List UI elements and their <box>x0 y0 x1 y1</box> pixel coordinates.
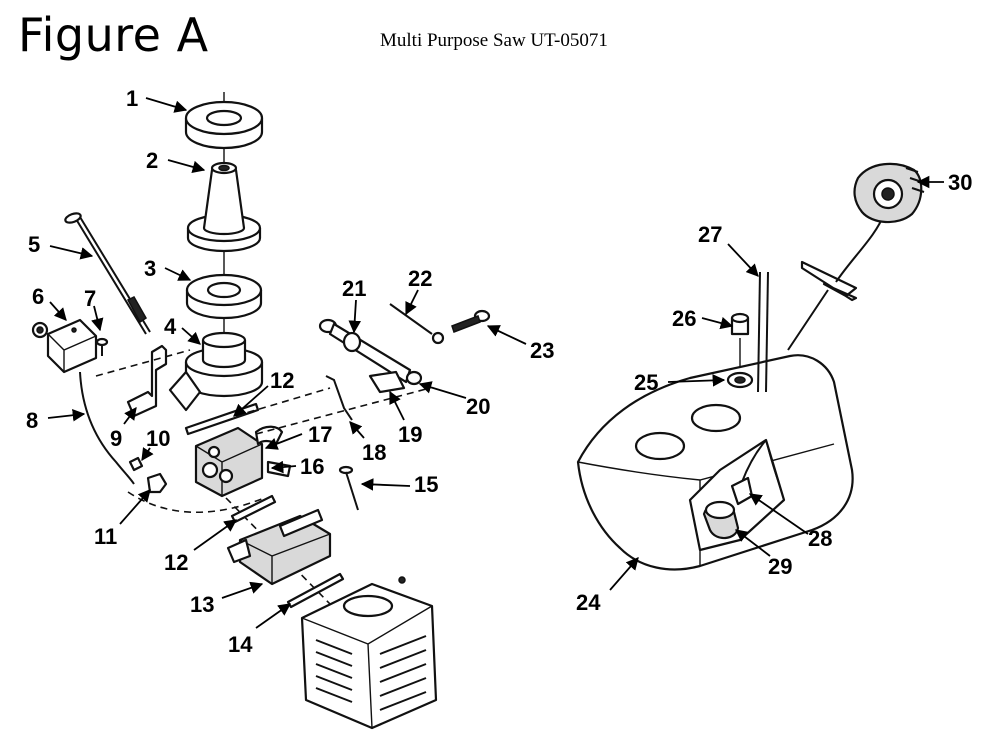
callout-24: 24 <box>576 590 601 615</box>
callout-3: 3 <box>144 256 156 281</box>
callout-8: 8 <box>26 408 38 433</box>
callout-21: 21 <box>342 276 366 301</box>
callout-11: 11 <box>94 524 117 549</box>
callout-27: 27 <box>698 222 722 247</box>
callout-26: 26 <box>672 306 696 331</box>
callout-12-upper: 12 <box>270 368 294 393</box>
callout-4: 4 <box>164 314 177 339</box>
callout-25: 25 <box>634 370 658 395</box>
part-throttle-shaft <box>318 318 423 394</box>
part-spring-rod <box>325 375 353 421</box>
callout-13: 13 <box>190 592 214 617</box>
callout-2: 2 <box>146 148 158 173</box>
callout-10: 10 <box>146 426 170 451</box>
leader-lines <box>47 97 944 629</box>
part-gasket-lower <box>230 494 277 524</box>
part-fitting <box>730 312 750 368</box>
callout-1: 1 <box>126 86 138 111</box>
part-clip <box>128 456 168 494</box>
callout-14: 14 <box>228 632 253 657</box>
part-pin <box>389 303 445 345</box>
model-title: Multi Purpose Saw UT-05071 <box>380 30 608 51</box>
figure-title: Figure A <box>18 8 209 62</box>
callout-6: 6 <box>32 284 44 309</box>
part-cone-bushing <box>186 161 262 253</box>
part-screw-small <box>95 337 109 356</box>
part-bracket <box>126 344 168 418</box>
part-switch-box <box>31 318 98 374</box>
part-tube <box>757 271 769 393</box>
callout-17: 17 <box>308 422 332 447</box>
dashed-guide-b <box>255 387 431 435</box>
callout-5: 5 <box>28 232 40 257</box>
part-bolt <box>451 309 491 333</box>
part-lever <box>266 460 292 478</box>
callout-7: 7 <box>84 286 96 311</box>
part-wire <box>79 371 135 485</box>
callout-19: 19 <box>398 422 422 447</box>
callout-28: 28 <box>808 526 832 551</box>
callout-18: 18 <box>362 440 386 465</box>
callout-23: 23 <box>530 338 554 363</box>
dashed-guide-c <box>235 387 331 417</box>
part-fuel-fitting <box>730 439 767 506</box>
part-gasket-upper <box>184 402 260 436</box>
part-rod <box>64 212 151 335</box>
callout-15: 15 <box>414 472 438 497</box>
callout-labels: 1 2 3 4 5 6 7 8 9 10 11 12 12 13 14 15 1… <box>26 86 972 657</box>
part-fuel-filter <box>702 500 740 540</box>
callout-9: 9 <box>110 426 122 451</box>
callout-22: 22 <box>408 266 432 291</box>
part-screw-long <box>338 465 359 511</box>
callout-12-lower: 12 <box>164 550 188 575</box>
callout-30: 30 <box>948 170 972 195</box>
part-intake-mount <box>226 508 332 586</box>
part-washer-middle <box>185 273 263 320</box>
part-washer-top <box>184 100 264 150</box>
dashed-guide-a <box>95 349 191 377</box>
part-primer-bulb <box>787 162 925 351</box>
callout-20: 20 <box>466 394 490 419</box>
callout-29: 29 <box>768 554 792 579</box>
part-carburetor <box>194 425 284 498</box>
part-engine-cylinder <box>300 576 438 730</box>
part-housing-boss <box>168 331 264 412</box>
callout-16: 16 <box>300 454 324 479</box>
part-filler-washer <box>726 371 754 389</box>
